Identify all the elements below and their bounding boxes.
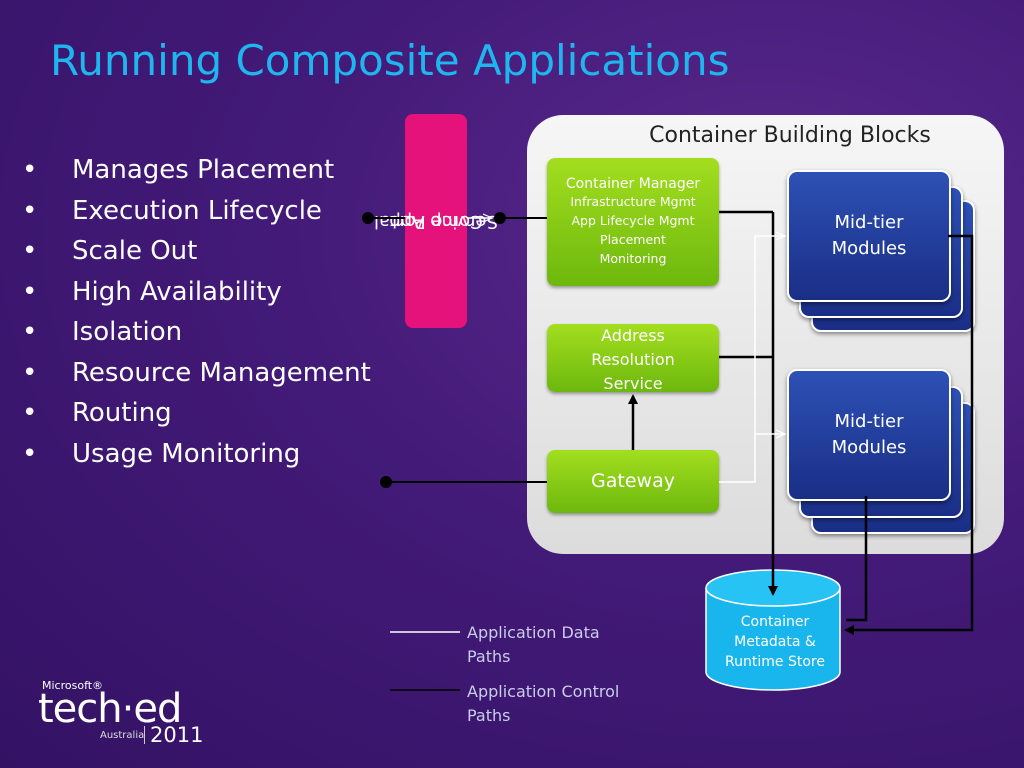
midtier-bottom-label: Mid-tier Modules — [831, 411, 907, 458]
gateway-box: Gateway — [547, 450, 719, 513]
legend-data-paths: Application Data Paths — [467, 623, 600, 666]
bullet-item: Scale Out — [22, 231, 372, 272]
address-resolution-box: Address Resolution Service — [547, 324, 719, 393]
midtier-modules-bottom: Mid-tier Modules — [787, 369, 951, 501]
midtier-modules-top: Mid-tier Modules — [787, 170, 951, 302]
slide-title: Running Composite Applications — [50, 36, 730, 85]
gateway-label: Gateway — [591, 470, 675, 492]
panel-title: Container Building Blocks — [649, 123, 931, 148]
service-portal-box — [405, 114, 467, 328]
midtier-top-label: Mid-tier Modules — [831, 212, 907, 259]
legend-control-paths: Application Control Paths — [467, 682, 620, 725]
bullet-item: High Availability — [22, 272, 372, 313]
container-manager-box: Container Manager Infrastructure Mgmt Ap… — [547, 158, 719, 286]
bullet-item: Execution Lifecycle — [22, 191, 372, 232]
container-manager-line: App Lifecycle Mgmt — [571, 213, 695, 228]
logo-divider — [144, 726, 145, 744]
bullet-item: Resource Management — [22, 353, 372, 394]
bullet-item: Manages Placement — [22, 150, 372, 191]
bullet-item: Isolation — [22, 312, 372, 353]
logo-year: 2011 — [150, 723, 204, 747]
address-resolution-label: Address Resolution Service — [591, 326, 675, 393]
metadata-store-label: Container Metadata & Runtime Store — [725, 614, 825, 670]
bullet-item: Routing — [22, 393, 372, 434]
bullet-item: Usage Monitoring — [22, 434, 372, 475]
container-manager-title: Container Manager — [565, 176, 701, 192]
logo-brand: Microsoft® — [42, 679, 104, 692]
container-manager-line: Infrastructure Mgmt — [570, 194, 696, 209]
logo-region: Australia — [100, 730, 145, 741]
container-manager-line: Monitoring — [599, 251, 667, 266]
container-manager-line: Placement — [600, 232, 666, 247]
bullet-list: Manages Placement Execution Lifecycle Sc… — [22, 150, 372, 474]
logo-event: tech·ed — [38, 686, 182, 732]
